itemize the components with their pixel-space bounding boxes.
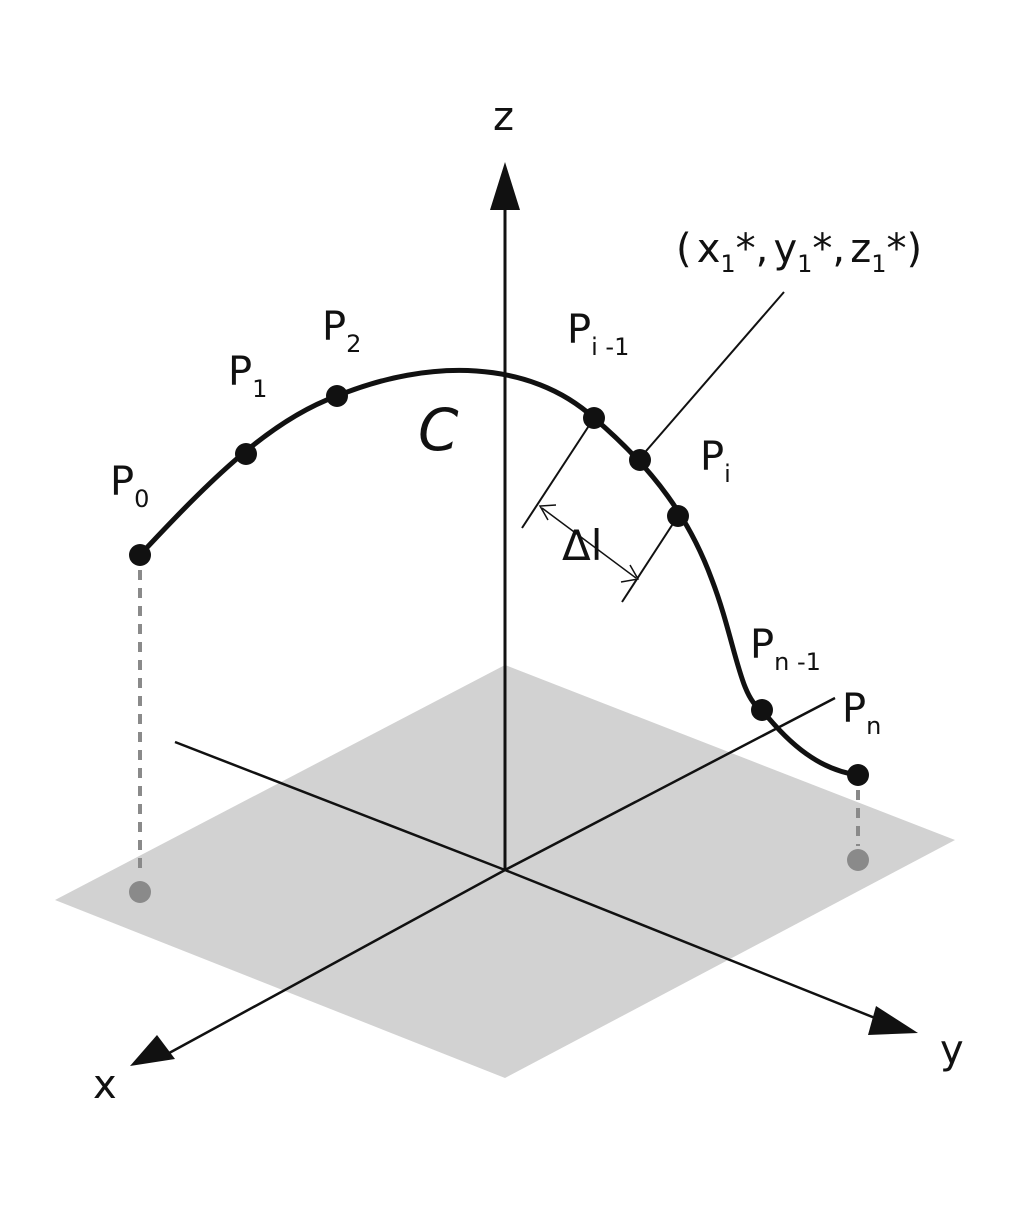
label-p1: P1 — [228, 349, 267, 403]
x-axis — [159, 868, 506, 1060]
y-axis-label: y — [940, 1027, 964, 1073]
label-p0: P0 — [110, 459, 149, 513]
xy-plane — [55, 665, 955, 1078]
y-axis-arrowhead — [868, 1006, 918, 1035]
point-p-i — [667, 505, 689, 527]
x-axis-arrowhead — [130, 1035, 175, 1066]
y-axis-back — [504, 696, 836, 872]
delta-l-tick-2 — [621, 515, 679, 603]
point-p2 — [326, 385, 348, 407]
delta-l-label: Δl — [562, 521, 602, 570]
point-p1 — [235, 443, 257, 465]
x-axis-label: x — [93, 1062, 117, 1108]
projection-dot-p0 — [129, 881, 151, 903]
label-p-i-1: Pi -1 — [567, 307, 629, 361]
delta-l-dimension-line — [541, 507, 637, 579]
z-axis-arrowhead — [490, 162, 520, 210]
sample-point-leader — [639, 291, 785, 459]
delta-l-arrow-1 — [538, 504, 557, 521]
point-sample — [629, 449, 651, 471]
projection-dot-pn — [847, 849, 869, 871]
sample-point-label: ( x1*, y1*, z1*) — [676, 226, 922, 278]
point-p-i-1 — [583, 407, 605, 429]
z-axis-label: z — [493, 94, 514, 140]
delta-l-arrow-2 — [620, 564, 640, 583]
label-p-i: Pi — [700, 434, 731, 488]
point-p0 — [129, 544, 151, 566]
point-p-n-1 — [751, 699, 773, 721]
y-axis — [504, 868, 886, 1024]
label-p2: P2 — [322, 304, 361, 358]
delta-l-tick-1 — [521, 417, 595, 529]
point-p-n — [847, 764, 869, 786]
curve-label: C — [418, 396, 459, 464]
label-p-n: Pn — [842, 686, 881, 740]
x-axis-back — [174, 740, 506, 872]
label-p-n-1: Pn -1 — [750, 622, 821, 676]
